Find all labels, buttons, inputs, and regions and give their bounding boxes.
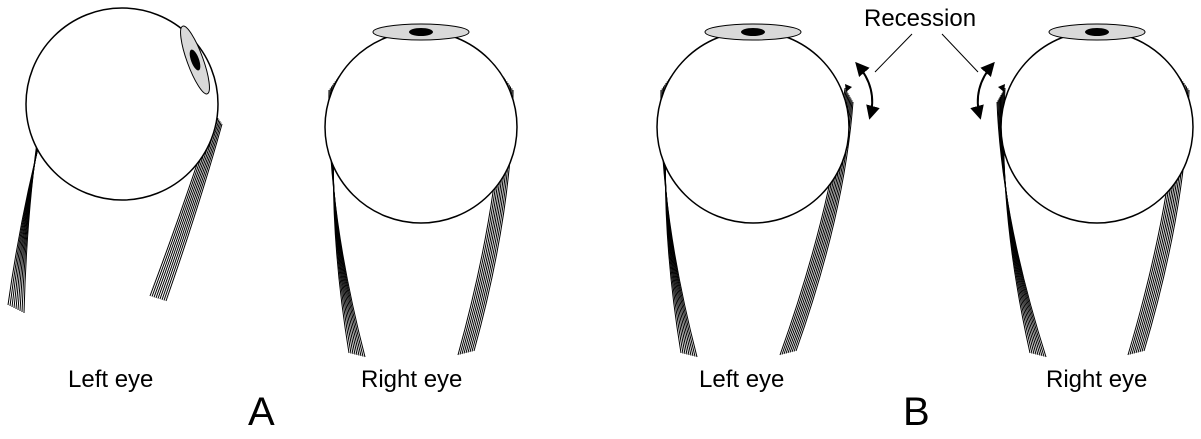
panel-b-right-eye <box>978 24 1193 223</box>
insertion-marker <box>845 84 852 92</box>
panel-b-left-eye-label: Left eye <box>699 366 784 394</box>
pupil <box>409 28 433 36</box>
pupil <box>1085 28 1109 36</box>
pupil <box>741 28 765 36</box>
panel-a-right-eye <box>325 24 517 223</box>
recession-leader-line <box>875 34 912 72</box>
panel-b-letter: B <box>903 390 930 435</box>
recession-arrow <box>978 64 993 117</box>
panel-b-right-eye-label: Right eye <box>1046 366 1147 394</box>
recession-leader-line <box>942 34 978 72</box>
recession-label: Recession <box>864 5 976 33</box>
eyeball-globe <box>1001 31 1193 223</box>
panel-a-left-eye <box>26 8 218 200</box>
eyeball-globe <box>657 31 849 223</box>
insertion-marker <box>998 84 1005 92</box>
panel-a-left-eye-label: Left eye <box>68 366 153 394</box>
panel-a-right-eye-label: Right eye <box>361 366 462 394</box>
panel-a-letter: A <box>248 390 275 435</box>
eyeball-globe <box>325 31 517 223</box>
recession-arrow <box>857 64 872 117</box>
